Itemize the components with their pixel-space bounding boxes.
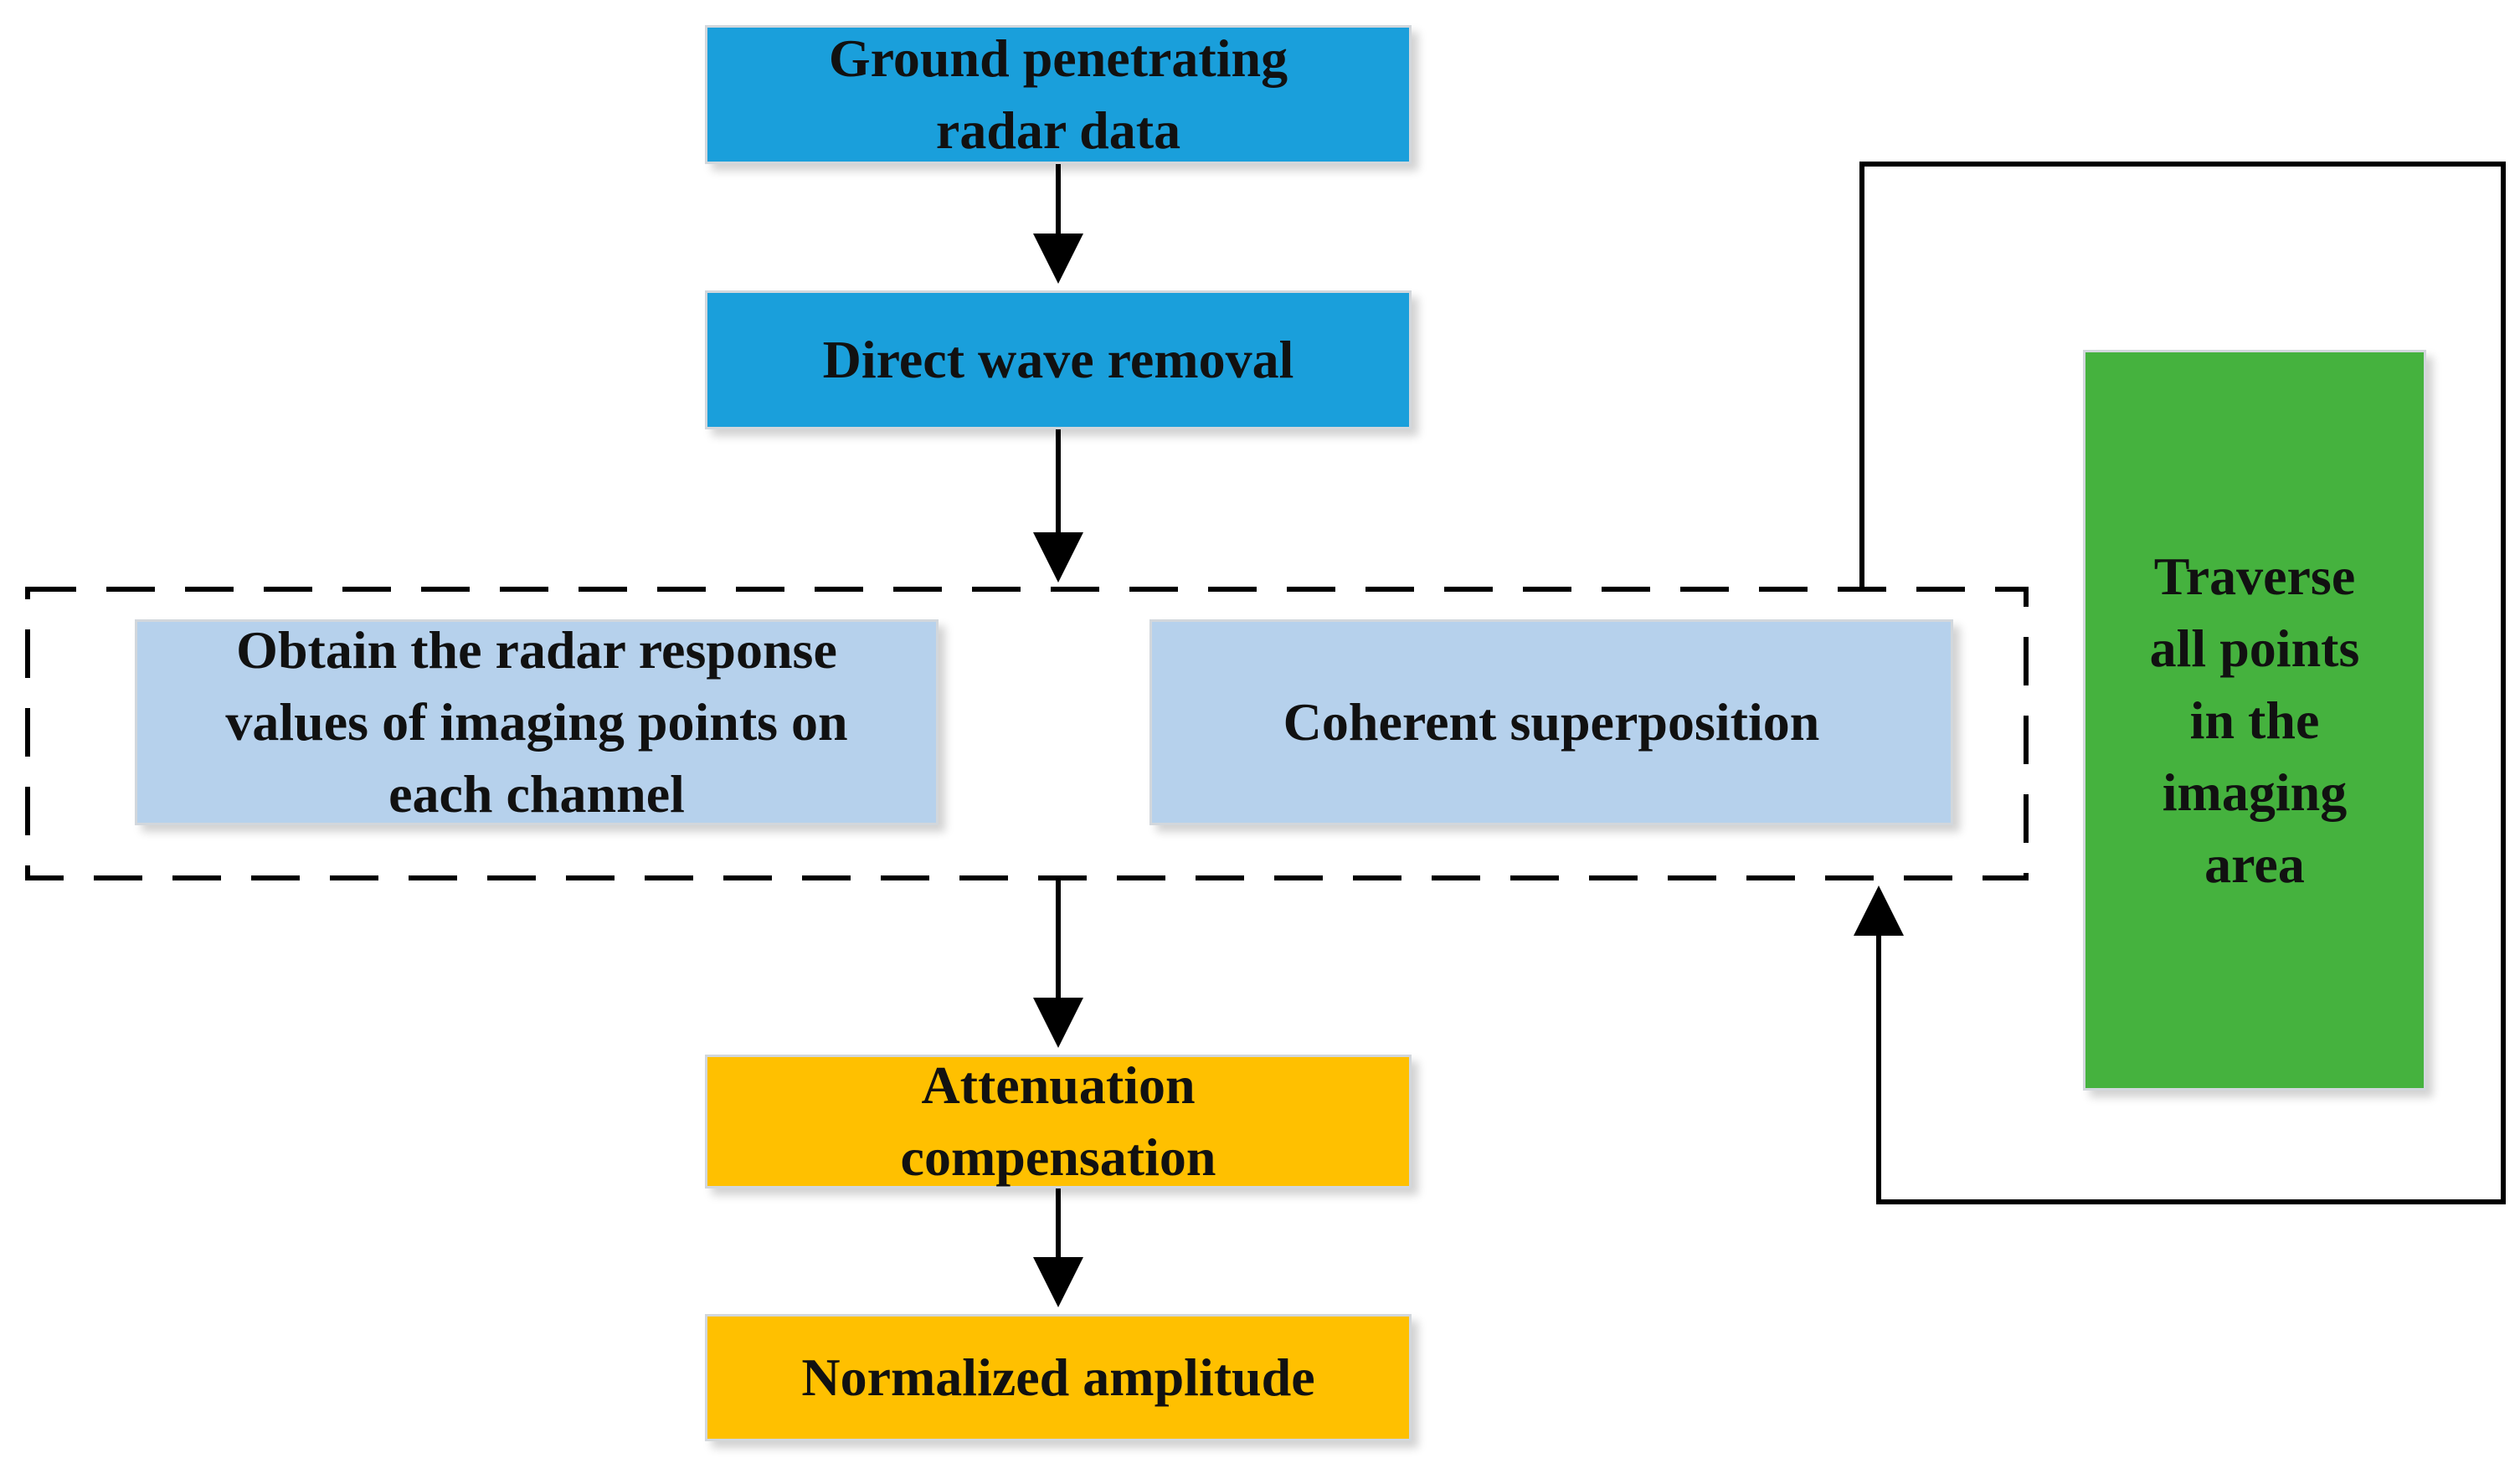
ground-radar-data-label: Ground penetrating radar data (828, 28, 1288, 160)
attenuation-compensation-label: Attenuation compensation (900, 1055, 1216, 1187)
traverse-box: Traverse all points in the imaging area (2083, 350, 2426, 1091)
direct-wave-removal-box: Direct wave removal (705, 290, 1412, 429)
normalized-amplitude-box: Normalized amplitude (705, 1314, 1412, 1441)
traverse-label: Traverse all points in the imaging area (2149, 546, 2360, 894)
normalized-amplitude-label: Normalized amplitude (801, 1348, 1315, 1407)
obtain-response-label: Obtain the radar response values of imag… (225, 620, 848, 824)
attenuation-compensation-box: Attenuation compensation (705, 1055, 1412, 1188)
coherent-superposition-box: Coherent superposition (1149, 619, 1953, 825)
dashed-group-boundary (25, 587, 2029, 880)
ground-radar-data-box: Ground penetrating radar data (705, 25, 1412, 164)
direct-wave-removal-label: Direct wave removal (822, 330, 1294, 389)
coherent-superposition-label: Coherent superposition (1283, 692, 1820, 752)
obtain-response-box: Obtain the radar response values of imag… (135, 619, 939, 825)
loop-connector (1854, 162, 2506, 1204)
